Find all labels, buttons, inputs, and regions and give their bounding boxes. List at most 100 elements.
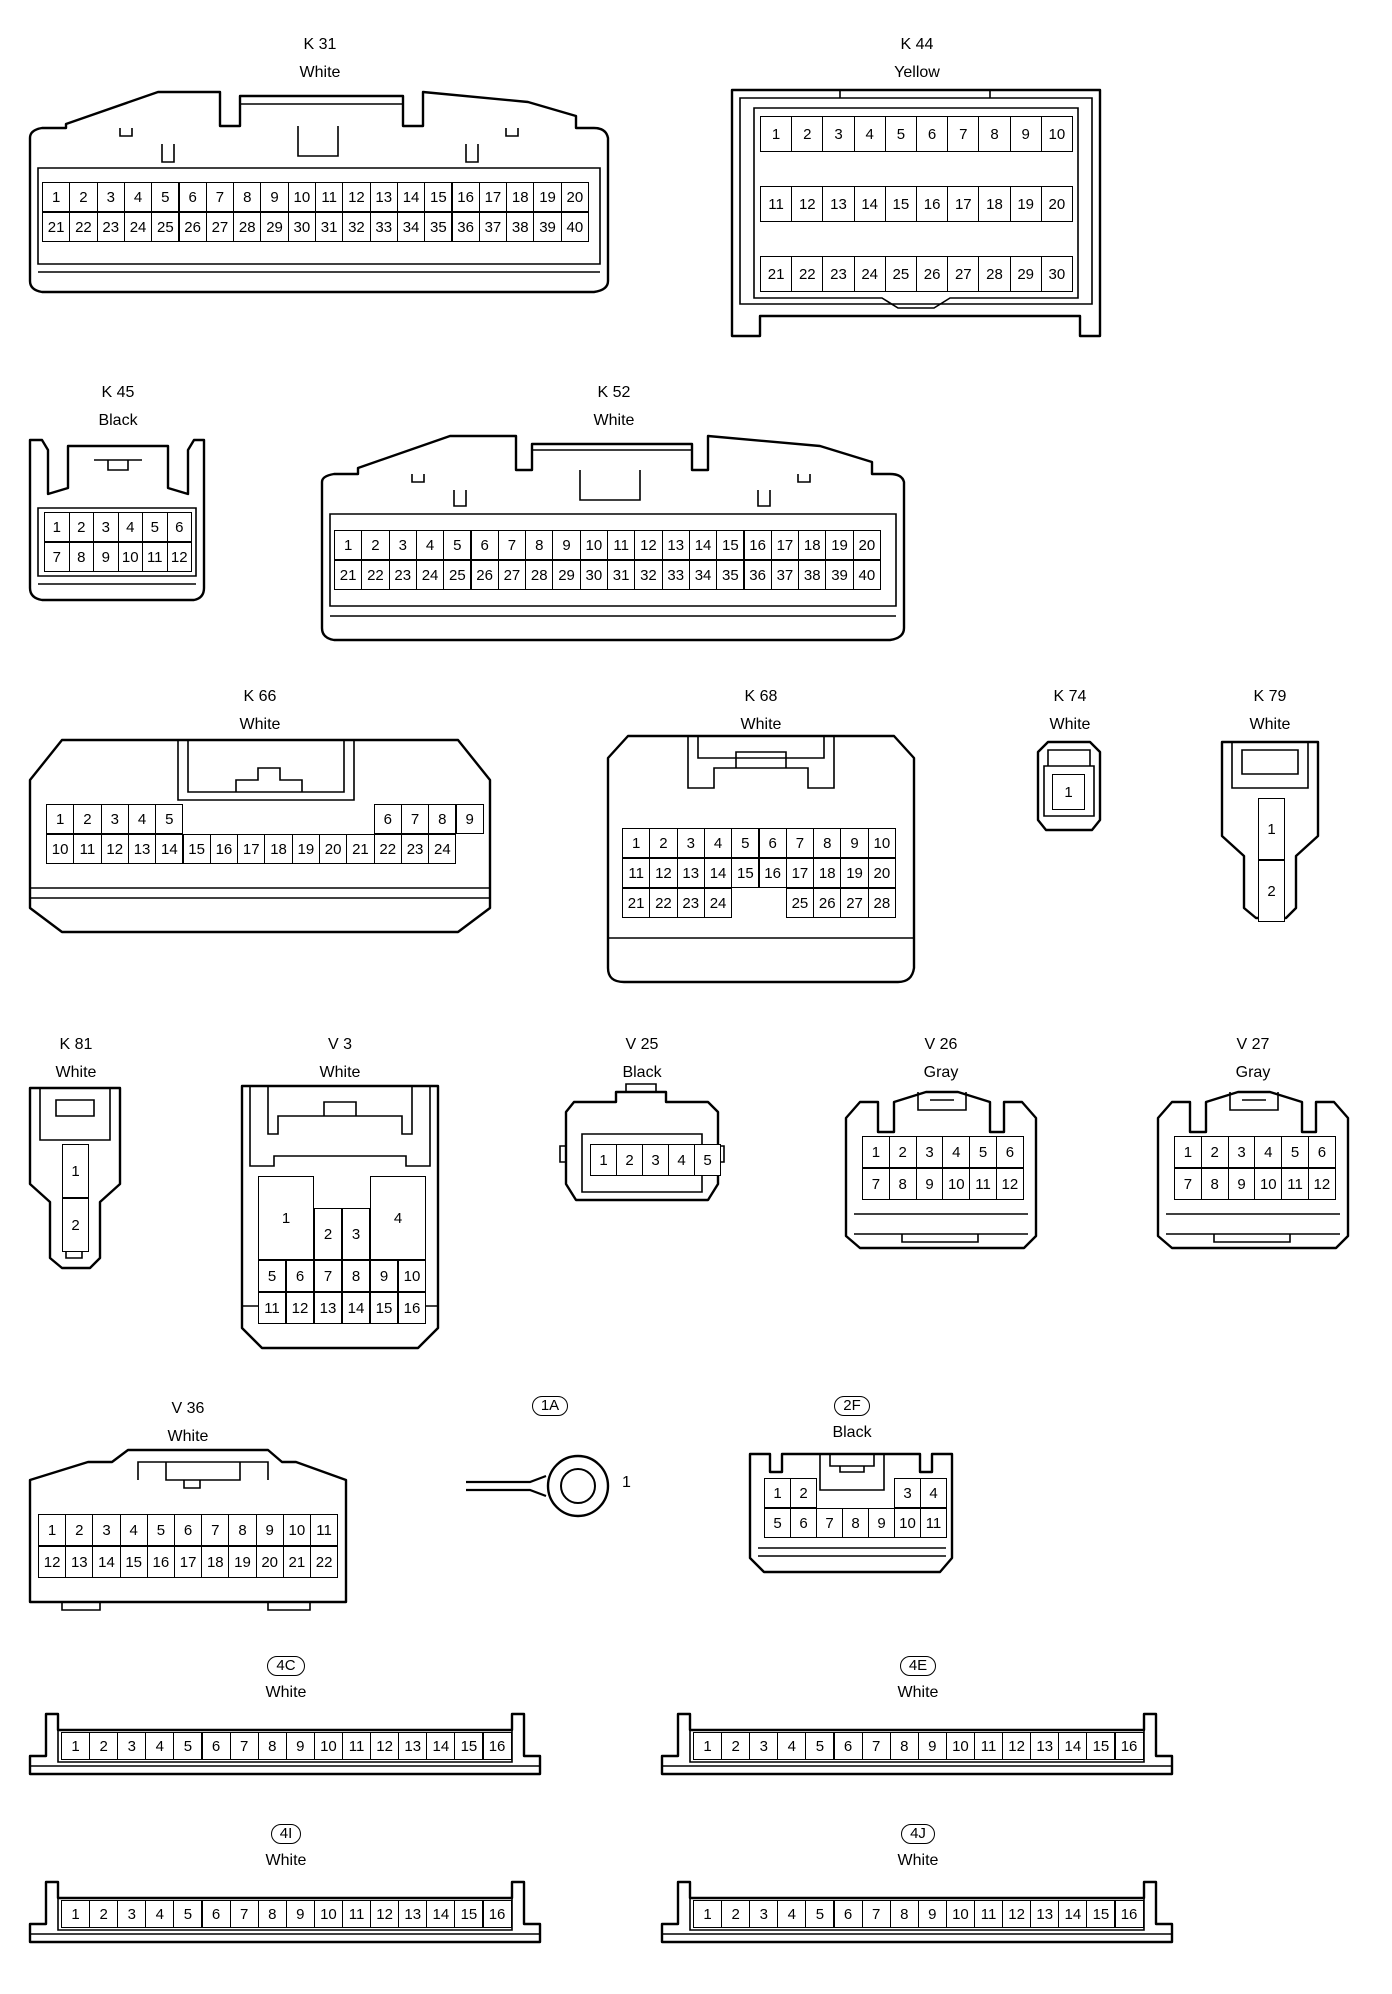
connector-pin: 4 (703, 828, 733, 858)
connector-pin: 2 (361, 530, 390, 560)
connector-pin: 11 (73, 834, 102, 864)
connector-pin: 7 (947, 116, 980, 152)
connector-pin: 15 (454, 1900, 484, 1928)
connector-pin: 18 (264, 834, 293, 864)
connector-pin: 13 (398, 1900, 428, 1928)
connector-pin: 4 (370, 1176, 426, 1260)
connector-pin: 12 (634, 530, 663, 560)
connector-pin: 3 (96, 182, 125, 212)
connector-pin: 20 (1040, 186, 1073, 222)
connector-pin: 28 (867, 888, 896, 918)
connector-pin: 26 (916, 256, 949, 292)
connector-pin: 36 (743, 560, 772, 590)
connector-pin: 2 (62, 1198, 89, 1252)
connector-pin: 39 (825, 560, 854, 590)
connector-pin: 26 (470, 560, 499, 590)
connector-color: White (897, 1852, 939, 1869)
connector-pin: 7 (861, 1732, 891, 1760)
connector-pin: 3 (93, 512, 119, 542)
connector-pin: 14 (396, 182, 426, 212)
connector-pin: 11 (920, 1508, 947, 1538)
connector-pin: 4 (145, 1732, 175, 1760)
connector-color: Gray (923, 1064, 959, 1081)
connector-pin: 30 (287, 212, 316, 242)
connector-pin: 6 (833, 1732, 863, 1760)
connector-pin: 21 (334, 560, 363, 590)
connector-pin: 36 (451, 212, 480, 242)
connector-pin: 15 (1086, 1732, 1116, 1760)
connector-pin: 4 (119, 1514, 148, 1546)
connector-id: V 27 (1236, 1036, 1270, 1053)
connector-pin: 9 (285, 1732, 315, 1760)
connector-pin: 13 (1030, 1900, 1060, 1928)
connector-pin: 16 (482, 1900, 512, 1928)
connector-pin: 5 (142, 512, 168, 542)
connector-pin: 5 (884, 116, 917, 152)
connector-pin: 14 (155, 834, 184, 864)
connector-pin: 17 (237, 834, 266, 864)
connector-pin: 11 (974, 1900, 1004, 1928)
connector-pin: 15 (731, 858, 760, 888)
connector-pin: 2 (68, 512, 94, 542)
connector-pin: 4 (1254, 1136, 1283, 1168)
connector-pin: 17 (770, 530, 800, 560)
connector-pin: 8 (1200, 1168, 1229, 1200)
connector-pin: 16 (451, 182, 480, 212)
connector-pin: 15 (370, 1292, 398, 1324)
connector-pin: 10 (945, 1732, 975, 1760)
connector-pin: 8 (228, 1514, 257, 1546)
connector-pin: 37 (478, 212, 508, 242)
connector-pin: 2 (790, 1478, 817, 1508)
connector-housing (28, 1880, 542, 1944)
connector-pin: 7 (44, 542, 70, 572)
connector-pin: 33 (369, 212, 398, 242)
connector-pin: 1 (61, 1900, 91, 1928)
connector-pin: 4 (127, 804, 157, 834)
connector-id: K 66 (243, 688, 277, 705)
connector-pin: 1 (1258, 798, 1285, 860)
connector-pin: 9 (917, 1900, 947, 1928)
connector-pin: 18 (201, 1546, 230, 1578)
connector-pin: 2 (314, 1208, 342, 1260)
connector-id: K 45 (101, 384, 135, 401)
connector-pin: 12 (38, 1546, 67, 1578)
connector-color: White (55, 1064, 97, 1081)
connector-pin: 22 (373, 834, 402, 864)
connector-pin: 15 (716, 530, 745, 560)
connector-pin: 17 (947, 186, 980, 222)
connector-color: White (265, 1852, 307, 1869)
connector-pin: 22 (361, 560, 390, 590)
connector-color: White (1249, 716, 1291, 733)
connector-pin: 13 (314, 1292, 342, 1324)
connector-pin: 16 (758, 858, 787, 888)
connector-pin: 11 (142, 542, 168, 572)
connector-pin: 25 (785, 888, 815, 918)
connector-pin: 28 (525, 560, 554, 590)
connector-pin: 12 (100, 834, 129, 864)
connector-pin: 25 (884, 256, 917, 292)
connector-id: 4E (660, 1656, 1176, 1676)
connector-pin: 10 (287, 182, 316, 212)
connector-pin: 14 (426, 1732, 456, 1760)
connector-pin: 1 (62, 1144, 89, 1198)
connector-pin: 8 (233, 182, 262, 212)
connector-pin: 19 (291, 834, 320, 864)
connector-id: V 3 (327, 1036, 352, 1053)
connector-pin: 6 (201, 1732, 231, 1760)
connector-pin: 12 (649, 858, 678, 888)
connector-pin: 10 (117, 542, 143, 572)
connector-pin: 20 (867, 858, 896, 888)
connector-pin: 8 (342, 1260, 370, 1292)
connector-pin: 11 (342, 1900, 372, 1928)
connector-pin: 17 (478, 182, 508, 212)
connector-pin: 9 (915, 1168, 944, 1200)
connector-pin: 20 (255, 1546, 284, 1578)
ring-terminal (466, 1454, 610, 1518)
